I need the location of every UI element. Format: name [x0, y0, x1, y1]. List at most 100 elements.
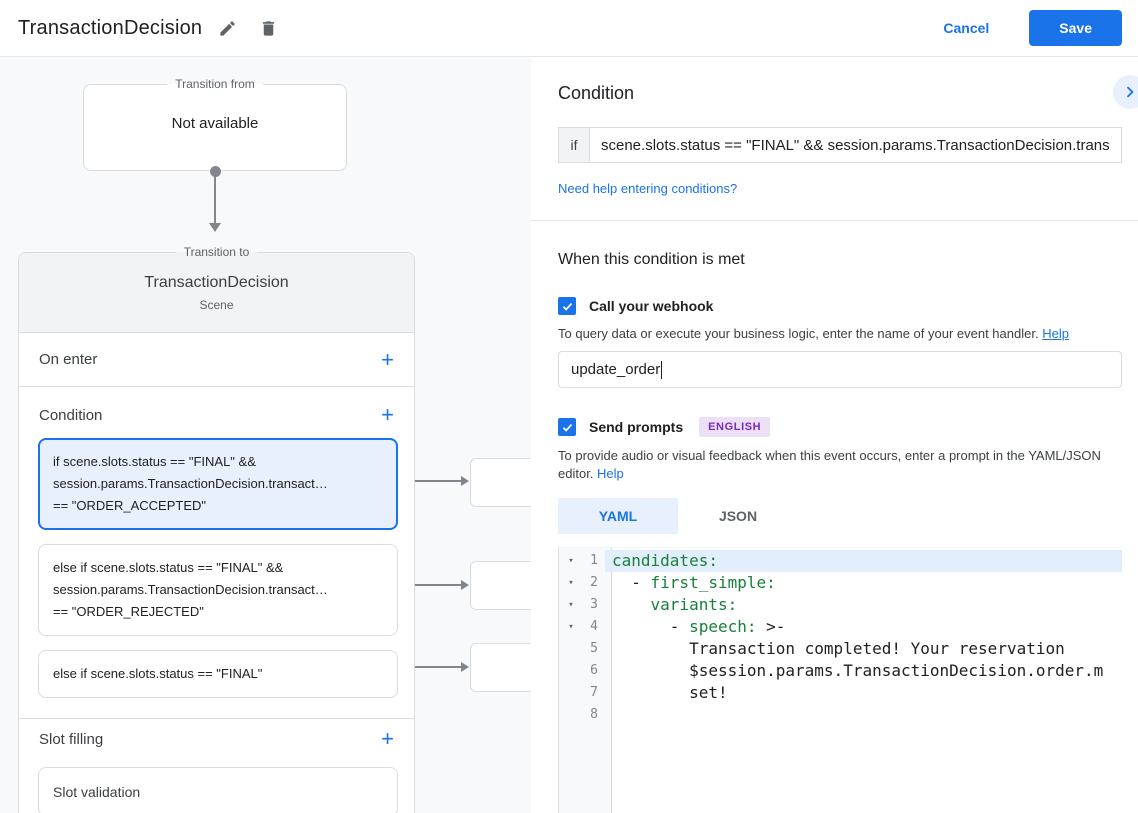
cancel-button[interactable]: Cancel	[927, 12, 1005, 44]
condition-text-line: session.params.TransactionDecision.trans…	[53, 476, 328, 491]
prompts-description-text: To provide audio or visual feedback when…	[558, 448, 1101, 481]
collapse-panel-button[interactable]	[1113, 75, 1138, 109]
condition-help-link[interactable]: Need help entering conditions?	[558, 181, 738, 196]
editor-format-tabs: YAML JSON	[558, 498, 1122, 534]
connector-dot[interactable]	[210, 166, 221, 177]
condition-editor-panel: Condition if Need help entering conditio…	[531, 57, 1138, 813]
add-on-enter-button[interactable]: +	[381, 346, 394, 372]
tab-yaml[interactable]: YAML	[558, 498, 678, 534]
condition-1-line	[401, 480, 461, 482]
transition-to-card: Transition to TransactionDecision Scene …	[18, 245, 415, 813]
slot-filling-section: Slot filling + Slot validation	[19, 719, 414, 813]
editor-line-2[interactable]: ▾2 - first_simple:	[559, 572, 1122, 594]
condition-3-line	[401, 666, 461, 668]
on-enter-section[interactable]: On enter +	[19, 333, 414, 387]
save-button[interactable]: Save	[1029, 10, 1122, 46]
fold-arrow-icon[interactable]: ▾	[568, 556, 574, 566]
arrow-right-icon	[461, 580, 469, 590]
condition-section: Condition + if scene.slots.status == "FI…	[19, 387, 414, 719]
add-slot-button[interactable]: +	[381, 726, 394, 751]
line-number: 3	[590, 597, 598, 612]
condition-1-target-box[interactable]	[470, 458, 531, 507]
trash-icon	[259, 19, 278, 38]
slot-filling-label: Slot filling	[39, 730, 104, 748]
prompts-help-link[interactable]: Help	[597, 466, 624, 481]
editor-line-3[interactable]: ▾3 variants:	[559, 594, 1122, 616]
when-met-title: When this condition is met	[558, 251, 745, 268]
line-number: 8	[590, 707, 598, 722]
condition-card-1[interactable]: if scene.slots.status == "FINAL" && sessi…	[38, 438, 398, 530]
fold-arrow-icon[interactable]: ▾	[568, 600, 574, 610]
fold-arrow-icon[interactable]: ▾	[568, 578, 574, 588]
text-caret	[661, 360, 663, 379]
fold-gutter	[559, 660, 583, 682]
webhook-input-value: update_order	[571, 361, 661, 378]
slot-validation-card[interactable]: Slot validation	[38, 767, 398, 813]
fold-gutter	[559, 682, 583, 704]
chevron-right-icon	[1119, 81, 1138, 103]
code-text	[605, 704, 1122, 726]
prompts-description: To provide audio or visual feedback when…	[558, 447, 1122, 483]
condition-card-list: if scene.slots.status == "FINAL" && sessi…	[38, 438, 398, 698]
tab-json[interactable]: JSON	[678, 498, 798, 534]
line-number: 6	[590, 663, 598, 678]
code-text: - speech: >-	[612, 617, 786, 636]
condition-3-target-box[interactable]	[470, 643, 531, 692]
fold-gutter	[559, 638, 583, 660]
condition-card-3[interactable]: else if scene.slots.status == "FINAL"	[38, 650, 398, 698]
editor-line-4[interactable]: ▾4 - speech: >-	[559, 616, 1122, 638]
code-text: $session.params.TransactionDecision.orde…	[612, 661, 1104, 680]
webhook-checkbox[interactable]	[558, 297, 576, 315]
webhook-description: To query data or execute your business l…	[558, 325, 1122, 343]
pencil-icon	[218, 19, 237, 38]
page-title: TransactionDecision	[18, 16, 203, 39]
edit-scene-button[interactable]	[212, 13, 243, 44]
add-condition-button[interactable]: +	[381, 402, 394, 427]
code-text: set!	[612, 683, 728, 702]
scene-name: TransactionDecision	[144, 274, 289, 291]
webhook-help-link[interactable]: Help	[1042, 326, 1069, 341]
condition-text-line: else if scene.slots.status == "FINAL" &&	[53, 560, 284, 575]
editor-line-5[interactable]: 5 Transaction completed! Your reservatio…	[559, 638, 1122, 660]
condition-text-line: else if scene.slots.status == "FINAL"	[53, 666, 263, 681]
line-number: 7	[590, 685, 598, 700]
webhook-description-text: To query data or execute your business l…	[558, 326, 1039, 341]
editor-line-7[interactable]: 7 set!	[559, 682, 1122, 704]
condition-section-label: Condition	[39, 406, 103, 424]
line-number: 5	[590, 641, 598, 656]
line-number: 1	[590, 553, 598, 568]
editor-line-8[interactable]: 8	[559, 704, 1122, 726]
condition-2-target-box[interactable]	[470, 561, 531, 610]
panel-title: Condition	[558, 83, 635, 103]
transition-from-legend: Transition from	[167, 77, 263, 91]
fold-gutter	[559, 704, 583, 726]
condition-text-line: == "ORDER_REJECTED"	[53, 604, 204, 619]
send-prompts-checkbox[interactable]	[558, 418, 576, 436]
webhook-label: Call your webhook	[589, 298, 714, 314]
condition-expression-input[interactable]	[589, 127, 1122, 163]
code-text: - first_simple:	[612, 573, 776, 592]
scene-flow-canvas: Transition from Not available Transition…	[0, 57, 531, 813]
language-badge: ENGLISH	[699, 417, 771, 437]
editor-line-1[interactable]: ▾ 1 candidates:	[559, 550, 1122, 572]
main-area: Transition from Not available Transition…	[0, 57, 1138, 813]
delete-scene-button[interactable]	[253, 13, 284, 44]
condition-text-line: if scene.slots.status == "FINAL" &&	[53, 454, 256, 469]
arrow-right-icon	[461, 476, 469, 486]
scene-card-header[interactable]: TransactionDecision Scene	[19, 253, 414, 333]
scene-type-label: Scene	[199, 298, 234, 312]
arrow-down-icon	[209, 223, 221, 232]
fold-arrow-icon[interactable]: ▾	[568, 622, 574, 632]
condition-text-line: == "ORDER_ACCEPTED"	[53, 498, 206, 513]
transition-from-content: Not available	[171, 115, 259, 132]
condition-header-section: Condition if Need help entering conditio…	[531, 57, 1138, 221]
transition-from-box[interactable]: Transition from Not available	[83, 77, 347, 171]
editor-line-6[interactable]: 6 $session.params.TransactionDecision.or…	[559, 660, 1122, 682]
webhook-input[interactable]: update_order	[558, 351, 1122, 388]
condition-card-2[interactable]: else if scene.slots.status == "FINAL" &&…	[38, 544, 398, 636]
code-text: candidates:	[605, 550, 1122, 572]
when-condition-met-section: When this condition is met Call your web…	[531, 221, 1138, 813]
condition-text-line: session.params.TransactionDecision.trans…	[53, 582, 328, 597]
send-prompts-label: Send prompts	[589, 419, 684, 435]
